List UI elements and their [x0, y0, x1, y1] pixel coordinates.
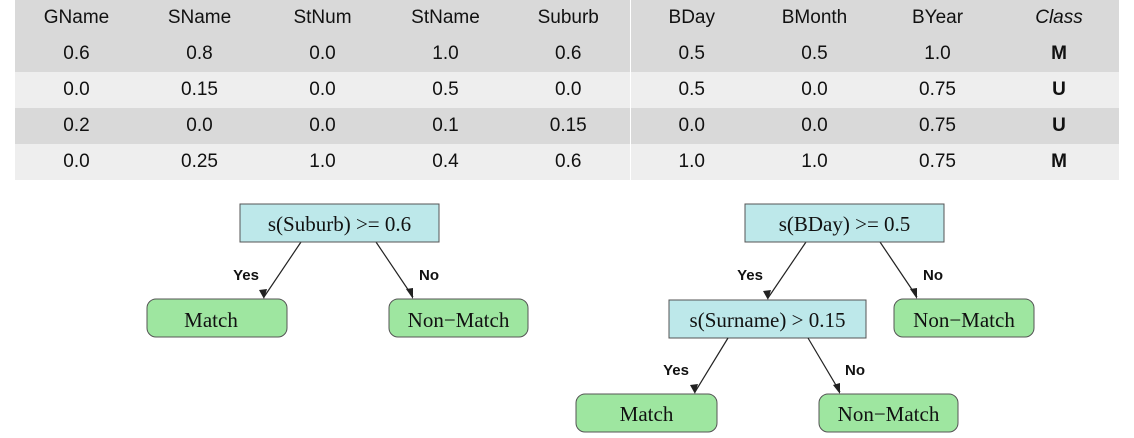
table-cell: 0.75: [876, 144, 999, 180]
edge-inner-no: [807, 337, 841, 393]
decision-node-bday: [744, 203, 945, 243]
column-header-sname: SName: [138, 0, 261, 36]
table-cell: 0.15: [138, 72, 261, 108]
arrowhead: [833, 383, 840, 394]
table-cell: 0.6: [507, 144, 631, 180]
column-header-class: Class: [999, 0, 1119, 36]
leaf-node-match: [575, 393, 718, 433]
leaf-node-non-match: [388, 298, 529, 338]
table-row: 0.6 0.8 0.0 1.0 0.6 0.5 0.5 1.0 M: [15, 36, 1119, 72]
leaf-node-non-match: [893, 298, 1035, 338]
right-tree: Yes No s(BDay) >= 0.5 s(Surname) > 0.15 …: [575, 203, 1035, 433]
feature-table: GName SName StNum StName Suburb BDay BMo…: [15, 0, 1119, 180]
table-cell: 0.25: [138, 144, 261, 180]
table-cell: 0.2: [15, 108, 138, 144]
edge-right-no: [879, 241, 918, 298]
class-cell: M: [999, 144, 1119, 180]
edge-label-no: No: [923, 267, 943, 284]
table-cell: 1.0: [876, 36, 999, 72]
decision-node-label: s(BDay) >= 0.5: [779, 212, 911, 236]
decision-node-label: s(Suburb) >= 0.6: [268, 212, 411, 236]
table-cell: 0.0: [507, 72, 631, 108]
arrowhead: [690, 384, 698, 394]
table-cell: 0.0: [15, 72, 138, 108]
class-cell: U: [999, 72, 1119, 108]
leaf-node-label: Non−Match: [838, 402, 940, 426]
table-cell: 0.0: [753, 108, 876, 144]
table-cell: 0.5: [630, 36, 753, 72]
column-header-stnum: StNum: [261, 0, 384, 36]
table-cell: 1.0: [753, 144, 876, 180]
table-cell: 0.0: [138, 108, 261, 144]
column-header-bmonth: BMonth: [753, 0, 876, 36]
table-cell: 1.0: [261, 144, 384, 180]
leaf-node-label: Non−Match: [913, 308, 1015, 332]
table-cell: 0.1: [384, 108, 507, 144]
edge-label-yes: Yes: [663, 362, 689, 379]
table-cell: 0.0: [261, 36, 384, 72]
table-row: 0.0 0.25 1.0 0.4 0.6 1.0 1.0 0.75 M: [15, 144, 1119, 180]
edge-left-yes: [263, 241, 302, 298]
column-header-bday: BDay: [630, 0, 753, 36]
edge-right-yes: [767, 241, 807, 299]
table-row: 0.2 0.0 0.0 0.1 0.15 0.0 0.0 0.75 U: [15, 108, 1119, 144]
table-cell: 0.6: [507, 36, 631, 72]
table-cell: 0.0: [753, 72, 876, 108]
table-cell: 0.0: [261, 108, 384, 144]
table-cell: 1.0: [630, 144, 753, 180]
leaf-node-label: Match: [184, 308, 238, 332]
table-row: 0.0 0.15 0.0 0.5 0.0 0.5 0.0 0.75 U: [15, 72, 1119, 108]
column-header-stname: StName: [384, 0, 507, 36]
table-cell: 0.0: [261, 72, 384, 108]
table-cell: 0.4: [384, 144, 507, 180]
table-header-row: GName SName StNum StName Suburb BDay BMo…: [15, 0, 1119, 36]
table-cell: 0.75: [876, 108, 999, 144]
edge-label-yes: Yes: [233, 267, 259, 284]
edge-label-yes: Yes: [737, 267, 763, 284]
class-cell: U: [999, 108, 1119, 144]
edge-inner-yes: [694, 337, 729, 393]
arrowhead: [406, 288, 413, 299]
leaf-node-label: Match: [620, 402, 674, 426]
table-cell: 0.15: [507, 108, 631, 144]
table-cell: 0.5: [384, 72, 507, 108]
decision-node-suburb: [239, 203, 440, 243]
leaf-node-match: [146, 298, 288, 338]
decision-node-label: s(Surname) > 0.15: [690, 308, 846, 332]
table-cell: 1.0: [384, 36, 507, 72]
table-cell: 0.0: [630, 108, 753, 144]
edge-left-no: [375, 241, 414, 298]
decision-node-surname: [668, 299, 867, 339]
column-header-suburb: Suburb: [507, 0, 631, 36]
column-header-gname: GName: [15, 0, 138, 36]
arrowhead: [910, 288, 917, 299]
table-cell: 0.8: [138, 36, 261, 72]
table-cell: 0.5: [630, 72, 753, 108]
leaf-node-non-match: [818, 393, 959, 433]
arrowhead: [259, 289, 267, 299]
column-header-byear: BYear: [876, 0, 999, 36]
leaf-node-label: Non−Match: [408, 308, 510, 332]
table-cell: 0.5: [753, 36, 876, 72]
table-cell: 0.6: [15, 36, 138, 72]
table-cell: 0.75: [876, 72, 999, 108]
edge-label-no: No: [419, 267, 439, 284]
left-tree: Yes No s(Suburb) >= 0.6 Match Non−Match: [146, 203, 529, 338]
table-cell: 0.0: [15, 144, 138, 180]
edge-label-no: No: [845, 362, 865, 379]
arrowhead: [763, 290, 771, 300]
class-cell: M: [999, 36, 1119, 72]
